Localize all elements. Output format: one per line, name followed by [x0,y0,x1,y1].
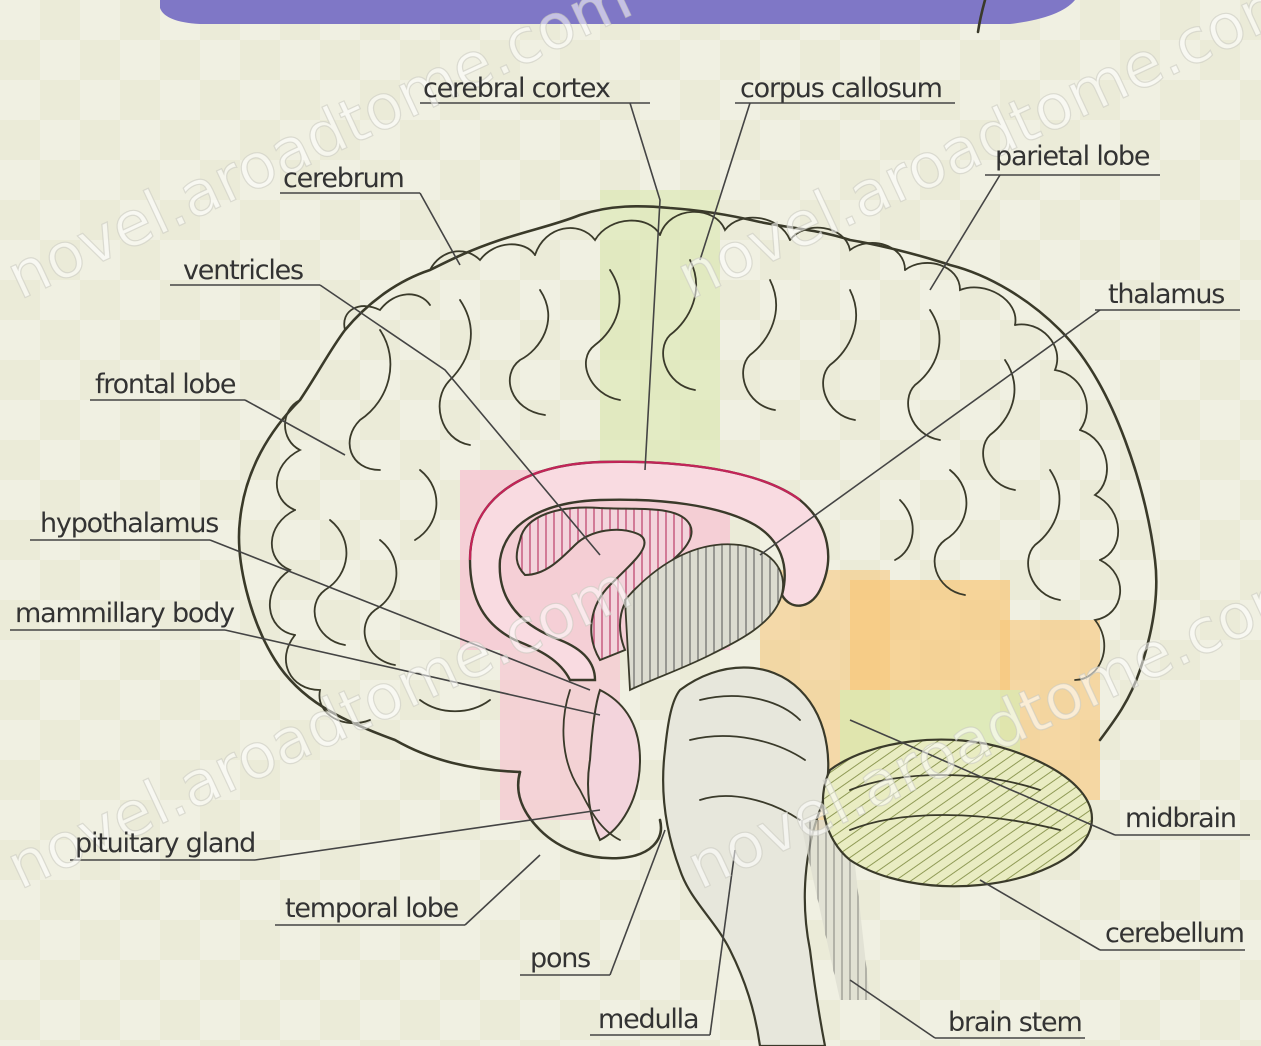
label-corpus-callosum: corpus callosum [740,73,942,104]
label-temporal-lobe: temporal lobe [285,893,459,924]
label-brain-stem: brain stem [948,1007,1082,1038]
label-mammillary-body: mammillary body [15,598,235,629]
label-ventricles: ventricles [183,255,303,286]
label-medulla: medulla [598,1004,698,1035]
label-hypothalamus: hypothalamus [40,508,218,539]
label-cerebral-cortex: cerebral cortex [423,73,611,104]
label-pons: pons [530,943,590,974]
label-parietal-lobe: parietal lobe [995,141,1150,172]
label-midbrain: midbrain [1125,803,1236,834]
label-thalamus: thalamus [1108,279,1224,310]
label-cerebellum: cerebellum [1105,918,1244,949]
label-frontal-lobe: frontal lobe [95,369,236,400]
label-cerebrum: cerebrum [283,163,404,194]
label-pituitary-gland: pituitary gland [75,828,255,859]
